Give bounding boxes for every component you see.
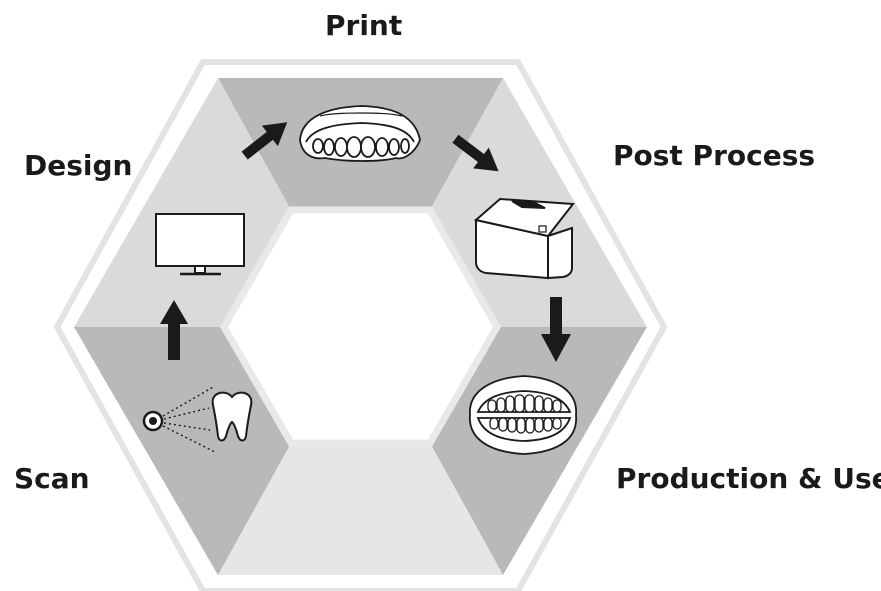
arrow-print-to-post	[452, 134, 499, 172]
step-label-production: Production & Use	[616, 462, 881, 495]
step-label-scan: Scan	[14, 462, 90, 495]
step-label-post-process: Post Process	[613, 139, 816, 172]
aligner-icon	[299, 105, 421, 162]
step-label-design: Design	[24, 149, 133, 182]
segment-scan	[74, 327, 291, 575]
monitor-icon	[155, 213, 245, 276]
dentures-icon	[469, 375, 577, 455]
scanner-tooth-icon	[142, 385, 253, 453]
cure-box-icon	[473, 197, 575, 280]
inner-hexagon-core	[233, 219, 488, 434]
arrow-scan-to-design	[160, 300, 188, 360]
segment-bottom	[218, 443, 503, 575]
step-label-print: Print	[325, 9, 403, 42]
arrow-post-to-production	[541, 297, 571, 362]
arrow-design-to-print	[241, 122, 288, 160]
